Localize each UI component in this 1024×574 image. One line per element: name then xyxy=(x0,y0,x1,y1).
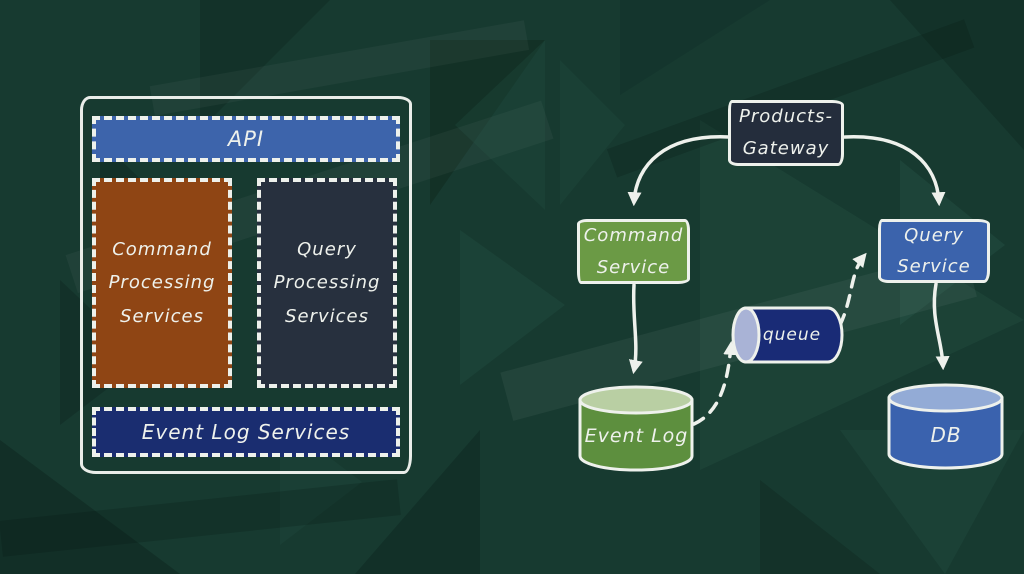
products-gateway-label: Products-Gateway xyxy=(739,105,833,159)
api-layer-box: API xyxy=(92,116,400,162)
event-log-services-label: Event Log Services xyxy=(141,420,351,444)
queue-label: queue xyxy=(762,325,822,345)
event-log-cylinder xyxy=(578,385,694,472)
arrow-gateway-to-command-service xyxy=(627,135,731,207)
arrow-command-service-to-event-log xyxy=(628,283,643,375)
dashed-arrow-queue-to-query-service xyxy=(838,252,867,327)
command-service-label: Command Service xyxy=(583,225,684,278)
query-processing-box: Query Processing Services xyxy=(257,178,397,388)
db-label: DB xyxy=(930,423,962,447)
query-service-box: Query Service xyxy=(878,219,990,283)
event-log-services-box: Event Log Services xyxy=(92,407,400,457)
arrow-gateway-to-query-service xyxy=(843,135,946,207)
command-service-box: Command Service xyxy=(577,219,690,284)
api-label: API xyxy=(227,127,265,151)
event-log-label: Event Log xyxy=(584,425,689,447)
command-processing-box: Command Processing Services xyxy=(92,178,232,388)
command-processing-label: Command Processing Services xyxy=(108,239,216,327)
products-gateway-box: Products-Gateway xyxy=(728,100,844,166)
query-processing-label: Query Processing Services xyxy=(273,239,381,327)
queue-cylinder xyxy=(731,306,844,364)
services-outer-frame xyxy=(80,96,412,474)
db-cylinder xyxy=(887,383,1004,470)
arrow-query-service-to-db xyxy=(932,282,950,371)
query-service-label: Query Service xyxy=(897,224,971,278)
dashed-arrow-event-log-to-queue xyxy=(692,340,738,426)
